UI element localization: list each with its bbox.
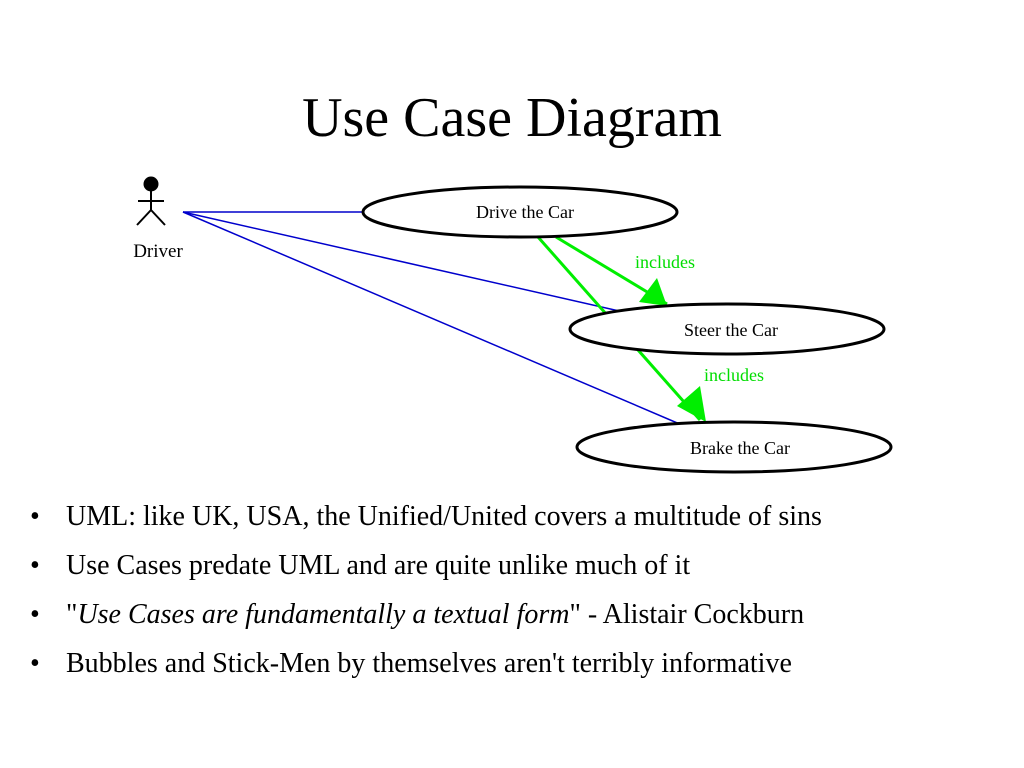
use-case-drive: Drive the Car	[361, 185, 679, 239]
use-case-steer-label: Steer the Car	[684, 320, 778, 340]
bullet-list: • UML: like UK, USA, the Unified/United …	[30, 492, 1010, 688]
actor-driver-icon	[136, 176, 166, 226]
include-arrowhead-steer	[639, 278, 667, 306]
bullet-text: UML: like UK, USA, the Unified/United co…	[66, 501, 822, 532]
actor-label: Driver	[133, 241, 183, 262]
bullet-marker: •	[30, 648, 40, 679]
bullet-marker: •	[30, 550, 40, 581]
include-label-brake: includes	[704, 365, 764, 385]
bullet-quote-attribution: " - Alistair Cockburn	[569, 599, 805, 630]
use-case-brake: Brake the Car	[575, 420, 893, 474]
bullet-text: Bubbles and Stick-Men by themselves aren…	[66, 648, 792, 679]
bullet-text: Use Cases predate UML and are quite unli…	[66, 550, 691, 581]
include-label-steer: includes	[635, 252, 695, 272]
bullet-item: • Bubbles and Stick-Men by themselves ar…	[30, 639, 1010, 688]
bullet-item: • UML: like UK, USA, the Unified/United …	[30, 492, 1010, 541]
association-steer	[182, 211, 629, 314]
bullet-quote-text: Use Cases are fundamentally a textual fo…	[77, 599, 570, 630]
use-case-diagram: includes includes Driver Drive the Car S…	[133, 176, 893, 474]
slide-title: Use Case Diagram	[302, 87, 722, 149]
association-brake	[182, 211, 683, 426]
bullet-item: • "Use Cases are fundamentally a textual…	[30, 590, 1010, 639]
use-case-brake-label: Brake the Car	[690, 438, 790, 458]
use-case-steer: Steer the Car	[568, 302, 886, 356]
include-arrowhead-brake	[677, 386, 706, 422]
bullet-marker: •	[30, 501, 40, 532]
bullet-quote-open: "	[66, 599, 78, 630]
bullet-item: • Use Cases predate UML and are quite un…	[30, 541, 1010, 590]
bullet-marker: •	[30, 599, 40, 630]
use-case-drive-label: Drive the Car	[476, 202, 574, 222]
